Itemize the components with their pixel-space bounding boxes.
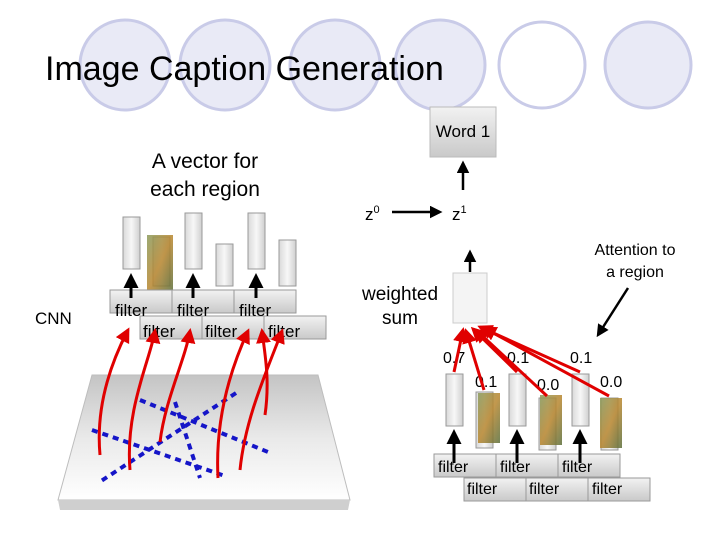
attention-weights: 0.7 0.1 0.1 0.1 0.0 0.0 <box>443 350 622 394</box>
filter-label: filter <box>467 481 498 498</box>
left-vector-arrows <box>123 273 264 298</box>
filter-label: filter <box>268 322 300 341</box>
red-arrow <box>97 327 130 456</box>
red-arrow <box>473 327 549 398</box>
filter-label: filter <box>115 301 147 320</box>
z0-superscript: 0 <box>374 204 380 216</box>
weighted-sum-box <box>452 272 488 324</box>
deco-circle <box>288 18 382 112</box>
red-arrow <box>158 328 196 443</box>
image-thumbnail <box>600 398 622 448</box>
filter-label: filter <box>239 301 271 320</box>
weight-label: 0.7 <box>443 350 465 367</box>
image-plane <box>57 374 351 501</box>
deco-circle <box>603 20 693 110</box>
feature-vector <box>278 239 297 287</box>
red-arrow <box>216 328 250 479</box>
region-grid <box>91 391 269 485</box>
slide-title: Image Caption Generation <box>45 50 444 88</box>
deco-circle <box>178 18 272 112</box>
z1-label: z1 <box>452 204 467 224</box>
feature-vector <box>508 373 527 427</box>
attention-pointer-arrow <box>596 287 630 338</box>
right-vector-arrows <box>446 429 588 463</box>
left-filter-labels: filter filter filter filter filter filte… <box>115 301 300 341</box>
vector-caption-line-2: each region <box>150 178 260 201</box>
z1-superscript: 1 <box>461 204 467 216</box>
deco-circle <box>78 18 172 112</box>
word-box <box>429 106 497 158</box>
feature-vector <box>184 212 203 270</box>
weight-label: 0.0 <box>600 374 622 391</box>
cnn-label: CNN <box>35 309 72 328</box>
filter-label: filter <box>177 301 209 320</box>
image-thumbnail <box>147 235 173 293</box>
filter-platform <box>557 453 621 478</box>
grid-line <box>91 428 226 478</box>
red-arrow <box>256 328 271 416</box>
feature-vector <box>247 212 266 270</box>
filter-label: filter <box>529 481 560 498</box>
cnn-red-arrows <box>97 327 285 479</box>
filter-label: filter <box>592 481 623 498</box>
filter-platform <box>233 289 297 314</box>
z0-letter: z <box>365 205 374 224</box>
right-feature-vectors <box>445 373 622 451</box>
feature-vector <box>122 216 141 270</box>
red-arrow <box>238 328 285 471</box>
red-arrow <box>481 326 610 398</box>
attention-caption-line-1: Attention to <box>595 242 676 259</box>
right-filter-labels: filter filter filter filter filter filte… <box>438 459 623 498</box>
image-thumbnail <box>540 395 562 445</box>
filter-label: filter <box>500 459 531 476</box>
feature-vector <box>215 243 234 287</box>
attention-red-arrows <box>452 325 610 398</box>
weighted-sum-line-2: sum <box>382 308 418 329</box>
z1-letter: z <box>452 205 461 224</box>
red-arrow <box>452 327 468 373</box>
feature-vector <box>571 373 590 427</box>
grid-line <box>96 391 238 485</box>
feature-vector <box>445 373 464 427</box>
vector-caption-line-1: A vector for <box>152 150 258 173</box>
filter-label: filter <box>438 459 469 476</box>
weight-label: 0.0 <box>537 377 559 394</box>
weighted-sum-line-1: weighted <box>361 284 438 305</box>
attention-caption-line-2: a region <box>606 264 664 281</box>
grid-line <box>173 401 202 479</box>
word-box-label: Word 1 <box>436 122 491 141</box>
filter-platform <box>587 477 651 502</box>
filter-label: filter <box>562 459 593 476</box>
grid-line <box>139 398 269 454</box>
decorative-circles <box>78 18 693 112</box>
filter-label: filter <box>143 322 175 341</box>
image-thumbnail <box>478 393 500 443</box>
image-plane-edge <box>58 500 350 510</box>
z0-label: z0 <box>365 204 380 224</box>
filter-label: filter <box>205 322 237 341</box>
right-filter-platforms <box>433 453 651 502</box>
deco-circle <box>497 20 587 110</box>
red-arrow <box>127 328 161 471</box>
weight-label: 0.1 <box>570 350 592 367</box>
red-arrow <box>462 328 486 391</box>
left-feature-vectors <box>122 212 297 293</box>
